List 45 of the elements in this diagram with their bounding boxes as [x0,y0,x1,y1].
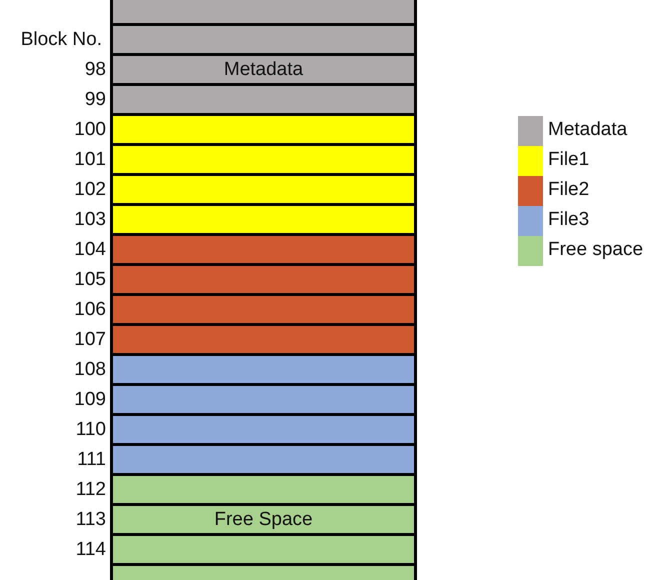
memory-block [110,326,417,356]
legend-label: Metadata [548,120,628,141]
block-number: 109 [74,390,106,411]
block-number: 108 [74,360,106,381]
memory-block [110,536,417,566]
block-number: 112 [76,480,106,501]
memory-block [110,446,417,476]
block-number: 102 [74,180,106,201]
block-number: 107 [74,330,106,351]
memory-block [110,176,417,206]
memory-block [110,416,417,446]
block-number: 110 [76,420,106,441]
block-number: 106 [74,300,106,321]
memory-block [110,206,417,236]
block-number: 105 [74,270,106,291]
block-number: 113 [76,510,106,531]
memory-block [110,506,417,536]
memory-block [110,296,417,326]
memory-block [110,26,417,56]
block-number: 98 [84,60,106,81]
memory-block [110,476,417,506]
memory-block [110,116,417,146]
block-number: 101 [74,150,106,171]
memory-block [110,266,417,296]
memory-block [110,236,417,266]
block-number: 104 [74,240,106,261]
block-number: 99 [84,90,106,111]
memory-block [110,0,417,26]
block-label: Metadata [224,60,304,80]
memory-block [110,386,417,416]
block-number: 111 [77,450,106,471]
memory-block [110,356,417,386]
legend-label: File3 [548,210,590,231]
memory-block [110,146,417,176]
memory-block [110,86,417,116]
legend-label: File2 [548,180,590,201]
block-number: 100 [74,120,106,141]
block-label: Free Space [214,510,313,530]
memory-block [110,566,417,580]
block-number: 114 [76,540,106,561]
legend-label: Free space [548,240,644,261]
block-number: 103 [74,210,106,231]
column-header: Block No. [20,30,102,51]
legend-label: File1 [548,150,590,171]
memory-block [110,56,417,86]
